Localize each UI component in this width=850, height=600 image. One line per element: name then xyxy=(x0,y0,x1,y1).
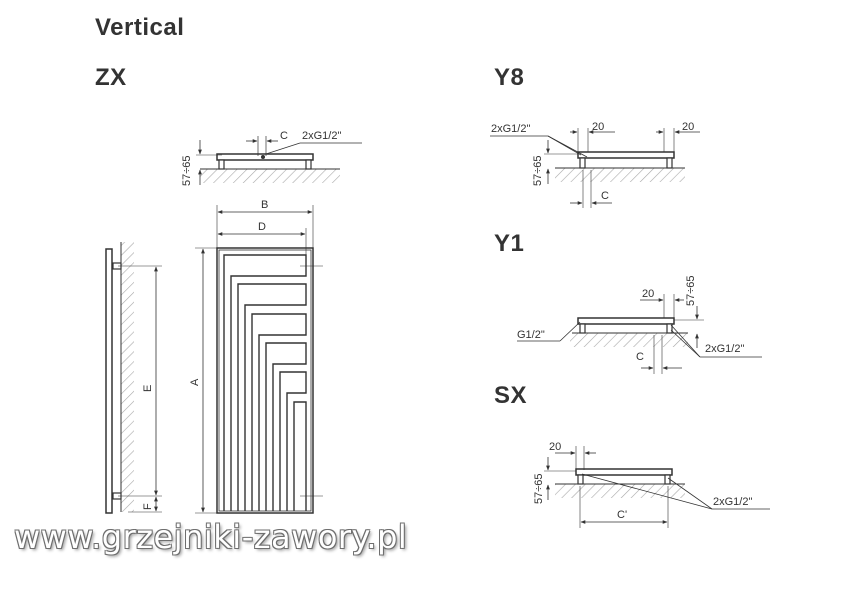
sx-view xyxy=(544,446,770,528)
zx-a-label: A xyxy=(189,378,201,386)
zx-front-view xyxy=(195,205,323,514)
y1-connection-right-label: 2xG1/2" xyxy=(705,343,744,355)
y1-wall-hatch xyxy=(570,333,688,347)
zx-c-label: C xyxy=(280,130,288,142)
zx-f-label: F xyxy=(142,503,154,510)
y8-offset-right-label: 20 xyxy=(682,121,694,133)
heading-vertical: Vertical xyxy=(95,14,185,41)
heading-zx: ZX xyxy=(95,64,127,91)
y8-wall-hatch xyxy=(555,168,685,182)
zx-b-label: B xyxy=(261,199,268,211)
zx-wall-hatch xyxy=(200,169,340,183)
y1-c-label: C xyxy=(636,351,644,363)
y1-height-range-label: 57÷65 xyxy=(685,275,697,306)
y1-radiator xyxy=(577,317,675,325)
zx-radiator-front xyxy=(216,247,314,514)
y8-height-range-label: 57÷65 xyxy=(532,155,544,186)
heading-sx: SX xyxy=(494,382,528,409)
sx-height-range-label: 57÷65 xyxy=(533,473,545,504)
sx-radiator xyxy=(575,468,673,476)
y8-connection-label: 2xG1/2" xyxy=(491,123,530,135)
sx-connection-label: 2xG1/2" xyxy=(713,496,752,508)
zx-radiator-side xyxy=(105,248,113,514)
y8-c-label: C xyxy=(601,190,609,202)
y1-offset-label: 20 xyxy=(642,288,654,300)
watermark-url: www.grzejniki-zawory.pl xyxy=(14,518,408,556)
zx-side-wall-hatch xyxy=(121,242,134,512)
sx-offset-label: 20 xyxy=(549,441,561,453)
y1-connection-left-label: G1/2" xyxy=(517,329,545,341)
zx-e-label: E xyxy=(142,385,154,392)
y8-offset-left-label: 20 xyxy=(592,121,604,133)
y8-view xyxy=(490,128,700,208)
y8-radiator xyxy=(577,151,675,159)
zx-side-view xyxy=(105,242,162,514)
heading-y1: Y1 xyxy=(494,230,525,257)
zx-height-range-label: 57÷65 xyxy=(181,155,193,186)
heading-y8: Y8 xyxy=(494,64,525,91)
zx-top-view xyxy=(196,136,362,185)
sx-wall-hatch xyxy=(555,484,685,498)
zx-connection-label: 2xG1/2" xyxy=(302,130,341,142)
zx-d-label: D xyxy=(258,221,266,233)
sx-c-prime-label: C' xyxy=(617,509,627,521)
y1-view xyxy=(517,294,762,374)
zx-connection-point xyxy=(261,155,265,159)
